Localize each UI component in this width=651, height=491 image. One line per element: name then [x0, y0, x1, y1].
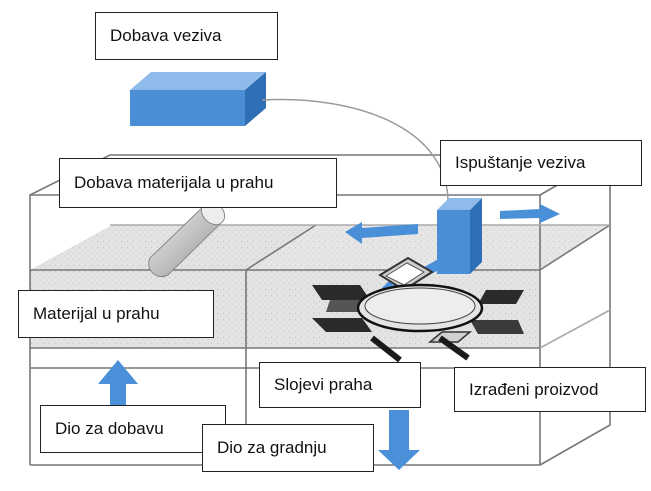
supply-up-arrow [98, 360, 138, 425]
label-finished-product: Izrađeni proizvod [454, 367, 646, 412]
label-binder-supply: Dobava veziva [95, 12, 278, 60]
label-build-section: Dio za gradnju [202, 424, 374, 472]
binder-supply-block [130, 72, 266, 126]
powder-bed-build [246, 225, 610, 348]
build-down-arrow [378, 410, 420, 470]
label-supply-section: Dio za dobavu [40, 405, 226, 453]
label-powder-supply: Dobava materijala u prahu [59, 158, 337, 208]
label-powder-layers: Slojevi praha [259, 362, 421, 408]
finished-product [312, 256, 524, 363]
print-head [437, 198, 482, 274]
label-binder-release: Ispuštanje veziva [440, 140, 642, 186]
label-powder-material: Materijal u prahu [18, 290, 214, 338]
